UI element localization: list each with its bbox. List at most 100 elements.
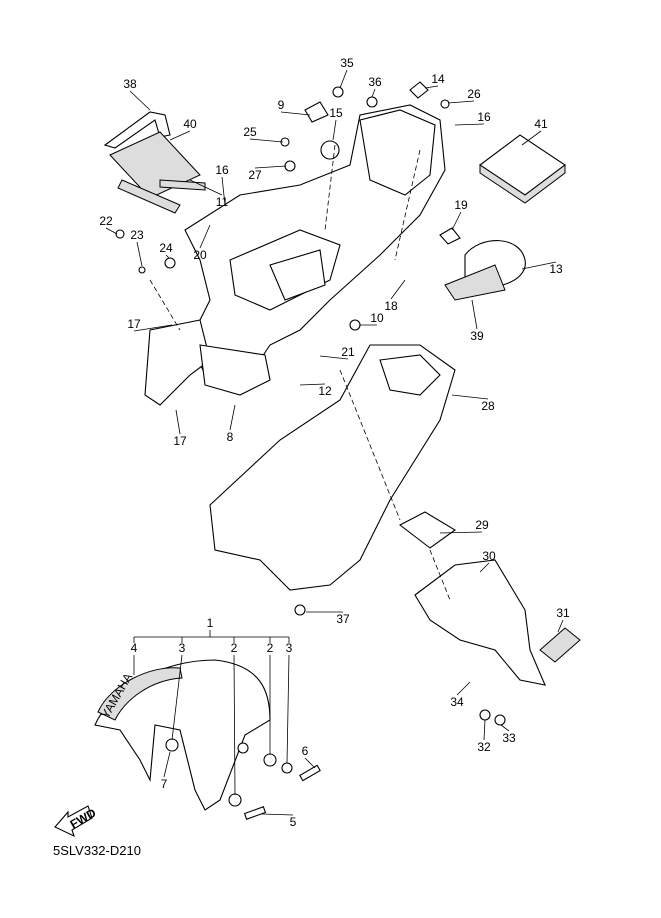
callout-label: 25 bbox=[243, 125, 257, 139]
leader-line bbox=[261, 813, 294, 816]
callout-label: 12 bbox=[318, 384, 332, 398]
leader-line bbox=[304, 757, 316, 769]
leader-line bbox=[371, 88, 376, 98]
leader-line bbox=[339, 69, 348, 89]
callout-label: 38 bbox=[123, 77, 137, 91]
leader-line bbox=[165, 254, 170, 259]
group-bracket-1 bbox=[133, 630, 290, 643]
callout-label: 27 bbox=[248, 168, 262, 182]
leader-line bbox=[280, 111, 311, 116]
callout-label: 18 bbox=[384, 299, 398, 313]
leader-line bbox=[189, 179, 223, 196]
callout-label: 13 bbox=[549, 262, 563, 276]
leader-line bbox=[479, 562, 490, 573]
callout-label: 17 bbox=[173, 434, 187, 448]
leader-line bbox=[451, 394, 489, 400]
callout-label: 29 bbox=[475, 518, 489, 532]
leader-line bbox=[286, 654, 290, 764]
leader-line bbox=[424, 85, 439, 89]
leader-line bbox=[557, 619, 564, 633]
callout-label: 5 bbox=[290, 815, 297, 829]
leader-line bbox=[439, 531, 483, 534]
callout-label: 31 bbox=[556, 606, 570, 620]
callout-label: 37 bbox=[336, 612, 350, 626]
leader-line bbox=[521, 261, 557, 270]
callout-label: 9 bbox=[278, 98, 285, 112]
leader-line bbox=[390, 279, 406, 300]
leader-line bbox=[471, 299, 478, 330]
leader-line bbox=[169, 130, 191, 141]
fwd-label: FWD bbox=[68, 805, 99, 831]
leader-line bbox=[451, 211, 462, 231]
fwd-arrow-icon: FWD bbox=[54, 805, 99, 838]
leader-line bbox=[133, 324, 173, 332]
pad-11a bbox=[117, 179, 181, 214]
license-bracket bbox=[414, 559, 546, 686]
leader-line bbox=[129, 90, 151, 111]
callout-label: 3 bbox=[179, 641, 186, 655]
drawing-code: 5SLV332-D210 bbox=[53, 843, 141, 858]
battery-strap bbox=[103, 111, 171, 149]
leader-line bbox=[199, 224, 211, 249]
callout-label: 20 bbox=[193, 248, 207, 262]
callout-label: 35 bbox=[340, 56, 354, 70]
callout-label: 41 bbox=[534, 117, 548, 131]
callout-label: 3 bbox=[286, 641, 293, 655]
leader-line bbox=[332, 119, 337, 141]
callout-label: 6 bbox=[302, 744, 309, 758]
leader-line bbox=[229, 404, 236, 431]
callout-label: 15 bbox=[329, 106, 343, 120]
callout-label: 1 bbox=[207, 616, 214, 630]
emblem bbox=[97, 667, 183, 721]
callout-label: 36 bbox=[368, 75, 382, 89]
owners-manual bbox=[479, 134, 566, 204]
rear-fender bbox=[209, 344, 456, 591]
callout-label: 40 bbox=[183, 117, 197, 131]
pad-11b bbox=[159, 179, 206, 191]
callout-label: 2 bbox=[231, 641, 238, 655]
leader-line bbox=[175, 409, 181, 435]
plate bbox=[398, 511, 456, 549]
leader-line bbox=[105, 227, 118, 235]
leader-line bbox=[221, 176, 226, 206]
hardware bbox=[115, 81, 506, 820]
callout-label: 26 bbox=[467, 87, 481, 101]
leader-line bbox=[447, 100, 475, 104]
callout-label: 14 bbox=[431, 72, 445, 86]
leader-line bbox=[319, 355, 349, 360]
callout-label: 34 bbox=[450, 695, 464, 709]
rubber-strap bbox=[444, 240, 526, 301]
callout-label: 32 bbox=[477, 740, 491, 754]
leader-line bbox=[456, 681, 471, 696]
leader-line bbox=[500, 724, 510, 732]
callout-label: 39 bbox=[470, 329, 484, 343]
callout-label: 11 bbox=[216, 195, 229, 209]
leader-line bbox=[454, 123, 485, 126]
leader-line bbox=[233, 654, 236, 796]
callout-label: 17 bbox=[127, 317, 141, 331]
callout-label: 22 bbox=[99, 214, 113, 228]
leader-line bbox=[254, 165, 287, 169]
leader-line bbox=[483, 719, 486, 741]
callout-label: 16 bbox=[215, 163, 229, 177]
reflector bbox=[539, 627, 581, 663]
leader-line bbox=[163, 751, 171, 778]
callout-label: 30 bbox=[482, 549, 496, 563]
callout-label: 33 bbox=[502, 731, 516, 745]
leader-line bbox=[299, 383, 326, 386]
leader-line bbox=[521, 130, 542, 146]
callout-label: 21 bbox=[341, 345, 355, 359]
callout-label: 19 bbox=[454, 198, 468, 212]
callout-label: 23 bbox=[130, 228, 144, 242]
leader-line bbox=[171, 654, 183, 741]
callout-label: 7 bbox=[161, 777, 168, 791]
inner-fender-assembly bbox=[144, 104, 446, 406]
leader-line bbox=[136, 241, 143, 267]
callout-label: 28 bbox=[481, 399, 495, 413]
leader-line bbox=[249, 138, 284, 143]
callout-label: 4 bbox=[131, 641, 138, 655]
callout-label: 10 bbox=[370, 311, 384, 325]
callout-label: 2 bbox=[267, 641, 274, 655]
